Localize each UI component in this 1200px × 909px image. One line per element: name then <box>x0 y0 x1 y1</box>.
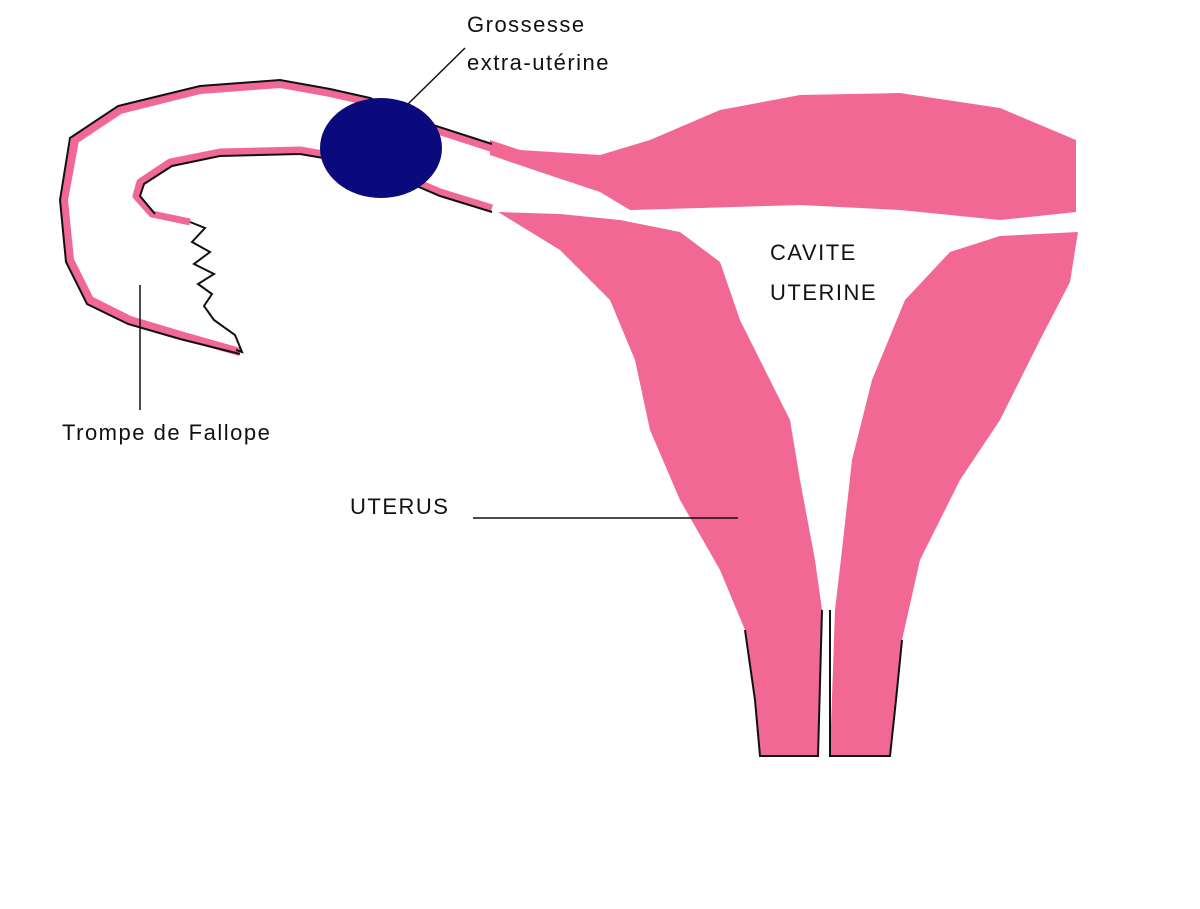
ectopic-label-line1: Grossesse <box>467 12 586 37</box>
cavity-label-line1: CAVITE <box>770 240 857 265</box>
uterus-label: UTERUS <box>350 494 449 519</box>
cavity-label-line2: UTERINE <box>770 280 877 305</box>
ectopic-leader-line <box>407 47 466 105</box>
ectopic-label-line2: extra-utérine <box>467 50 610 75</box>
fallopian-tube-outline-outer <box>58 78 493 355</box>
uterine-fundus <box>490 93 1076 220</box>
ectopic-pregnancy-mass <box>320 98 442 198</box>
uterine-wall-right <box>830 232 1078 756</box>
tube-label: Trompe de Fallope <box>62 420 271 445</box>
cervix-outline <box>744 609 903 757</box>
fallopian-tube-outline-inner <box>138 152 493 215</box>
fimbriae <box>189 221 244 354</box>
uterine-wall-left <box>498 212 822 756</box>
